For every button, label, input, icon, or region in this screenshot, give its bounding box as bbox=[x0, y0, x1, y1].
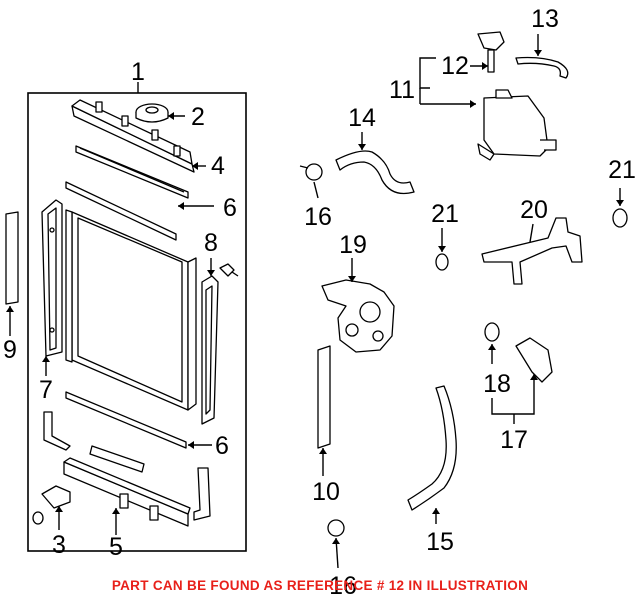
mount-bolt[interactable] bbox=[219, 263, 239, 277]
callout-10: 10 bbox=[312, 478, 340, 506]
lower-radiator-hose[interactable] bbox=[407, 385, 457, 511]
callout-13: 13 bbox=[531, 5, 559, 33]
callout-16-upper: 16 bbox=[304, 203, 332, 231]
callout-17: 17 bbox=[500, 426, 528, 454]
callout-6-upper: 6 bbox=[223, 194, 237, 222]
left-seal[interactable] bbox=[5, 211, 19, 305]
lower-tank[interactable] bbox=[63, 457, 191, 527]
left-side-support[interactable] bbox=[41, 199, 63, 357]
side-seal[interactable] bbox=[317, 345, 331, 449]
callout-8: 8 bbox=[204, 229, 218, 257]
upper-radiator-hose[interactable] bbox=[335, 150, 415, 195]
coolant-reservoir[interactable] bbox=[477, 89, 557, 161]
callout-15: 15 bbox=[426, 528, 454, 556]
callout-2: 2 bbox=[191, 103, 205, 131]
callout-16-lower: 16 bbox=[329, 572, 357, 599]
bypass-pipe[interactable] bbox=[481, 217, 583, 285]
radiator-cap[interactable] bbox=[135, 103, 169, 123]
hose-clamp-lower[interactable] bbox=[327, 519, 345, 537]
gasket-ring-left[interactable] bbox=[435, 253, 449, 271]
thermostat-housing[interactable] bbox=[515, 337, 553, 383]
callout-18: 18 bbox=[483, 370, 511, 398]
right-side-support[interactable] bbox=[201, 275, 219, 425]
callout-12: 12 bbox=[441, 52, 469, 80]
upper-tank[interactable] bbox=[71, 99, 195, 173]
upper-seal-strip[interactable] bbox=[65, 181, 177, 241]
overflow-hose[interactable] bbox=[515, 56, 569, 79]
radiator-assembly-frame bbox=[27, 92, 247, 552]
callout-6-lower: 6 bbox=[215, 432, 229, 460]
upper-seal[interactable] bbox=[75, 145, 189, 199]
callout-4: 4 bbox=[211, 152, 225, 180]
callout-5: 5 bbox=[109, 533, 123, 561]
drain-cock[interactable] bbox=[32, 485, 71, 525]
gasket-ring-right[interactable] bbox=[612, 208, 628, 228]
callout-19: 19 bbox=[339, 231, 367, 259]
callout-3: 3 bbox=[52, 531, 66, 559]
arrowheads bbox=[6, 50, 624, 544]
thermostat-gasket[interactable] bbox=[484, 322, 500, 342]
callout-21-left: 21 bbox=[431, 200, 459, 228]
lower-brackets[interactable] bbox=[43, 411, 211, 521]
hose-clamp-upper[interactable] bbox=[299, 163, 323, 181]
water-inlet-housing[interactable] bbox=[321, 279, 395, 353]
reference-note: PART CAN BE FOUND AS REFERENCE # 12 IN I… bbox=[111, 578, 529, 593]
callout-7: 7 bbox=[39, 376, 53, 404]
callout-20: 20 bbox=[520, 196, 548, 224]
callout-9: 9 bbox=[3, 336, 17, 364]
callout-21-right: 21 bbox=[608, 156, 636, 184]
reservoir-cap[interactable] bbox=[477, 31, 505, 73]
radiator-core[interactable] bbox=[65, 209, 197, 411]
callout-14: 14 bbox=[348, 104, 376, 132]
callout-11: 11 bbox=[389, 76, 415, 104]
lower-seal-strip[interactable] bbox=[65, 391, 187, 449]
callout-1: 1 bbox=[131, 58, 145, 86]
